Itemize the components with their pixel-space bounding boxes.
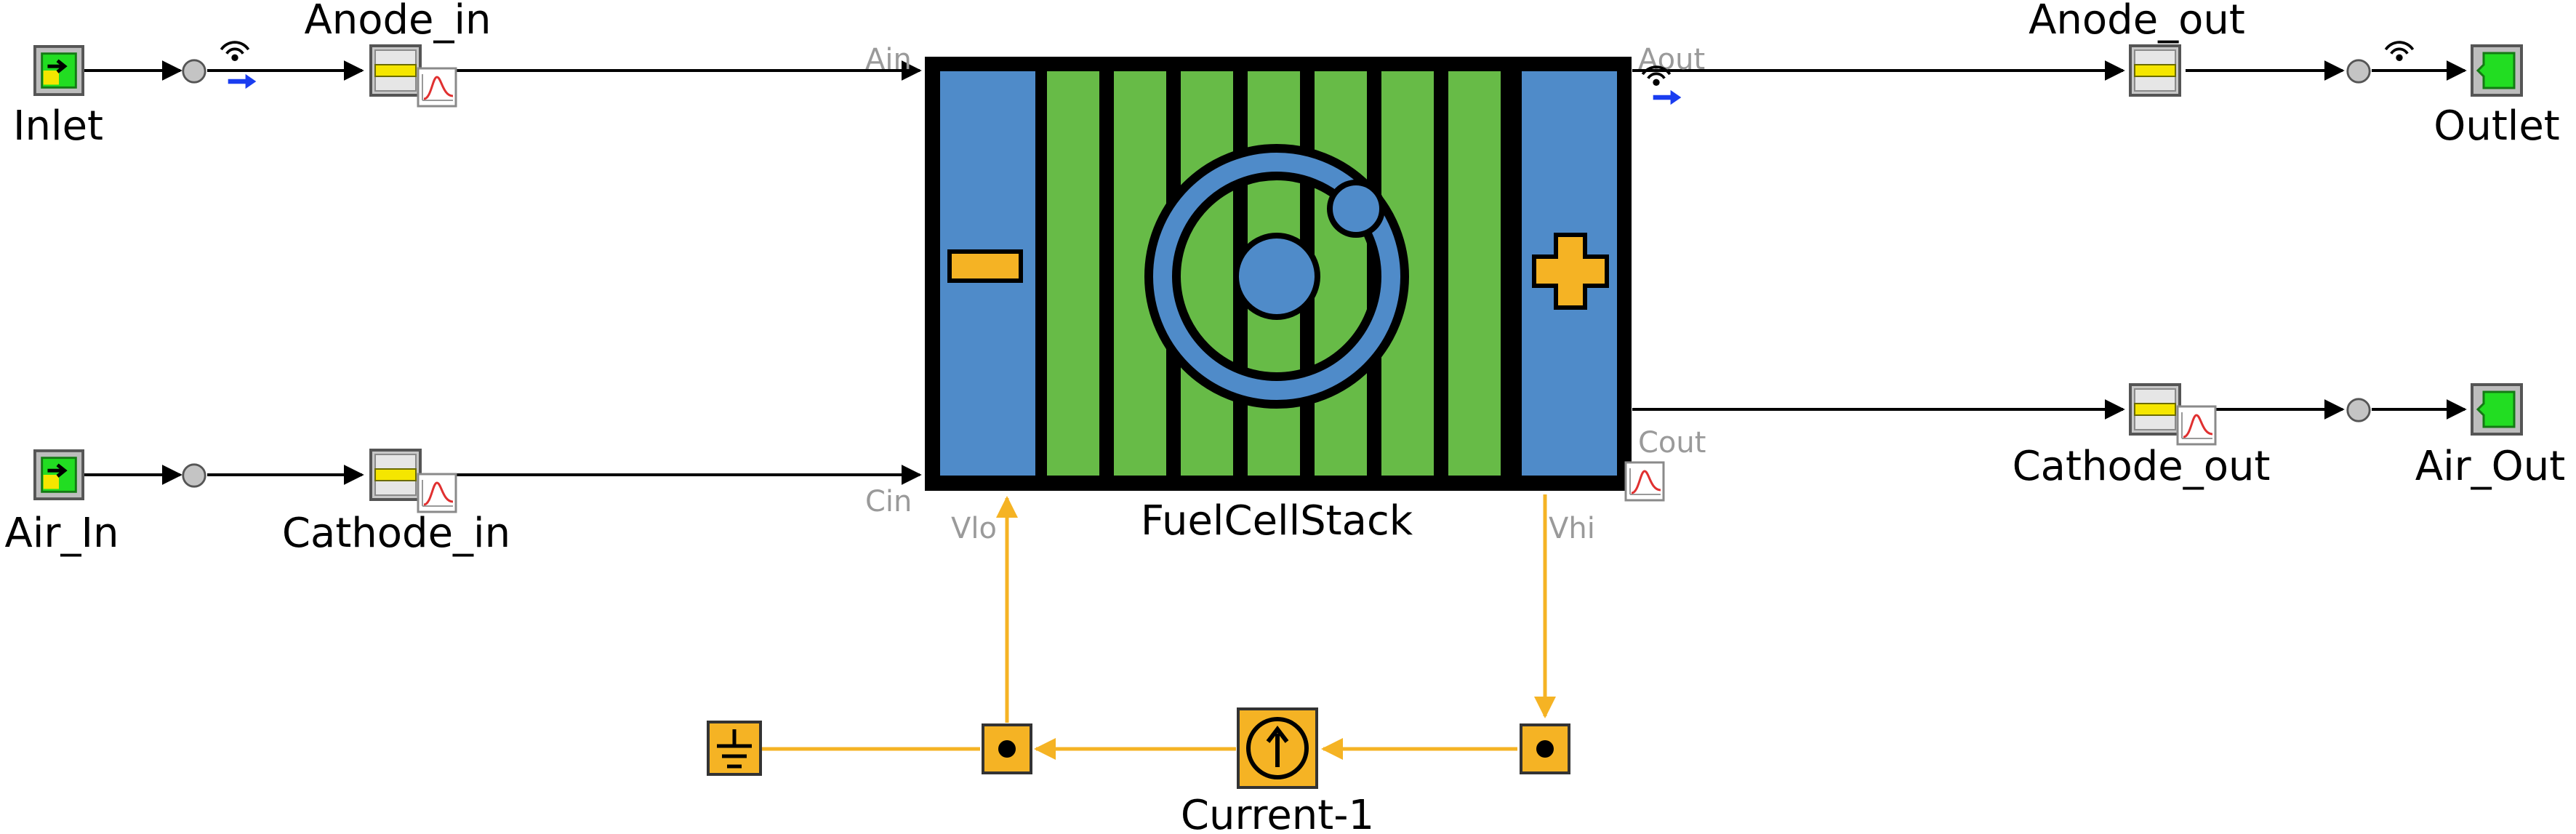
flow-sensor-icon: [369, 449, 422, 501]
boundary-inlet-icon: [35, 47, 83, 95]
plot-icon[interactable]: [1624, 461, 1665, 502]
stack-label: FuelCellStack: [1141, 497, 1413, 545]
port-vhi: Vhi: [1549, 512, 1595, 545]
cathode-in-label: Cathode_in: [282, 510, 510, 557]
anode-out-label: Anode_out: [2029, 0, 2245, 44]
current-label: Current-1: [1181, 792, 1374, 834]
current-source-icon: [1246, 717, 1309, 779]
inlet-block[interactable]: Inlet: [13, 47, 103, 150]
pressure-node-icon[interactable]: [2346, 398, 2371, 422]
cathode-out-label: Cathode_out: [2013, 443, 2271, 490]
wireless-flow-icon: [220, 41, 250, 63]
electrical-node-icon[interactable]: [982, 723, 1032, 774]
flow-direction-icon: [228, 74, 257, 89]
cathode-in-block[interactable]: Cathode_in: [282, 449, 510, 557]
fuel-cell-stack[interactable]: FuelCellStack: [925, 57, 1632, 545]
cathode-out-block[interactable]: Cathode_out: [2013, 383, 2271, 490]
plot-icon[interactable]: [417, 67, 457, 108]
port-vlo: Vlo: [951, 512, 997, 545]
pressure-node-icon[interactable]: [182, 463, 206, 488]
air-in-label: Air_In: [5, 510, 119, 557]
cell-plates: [1047, 71, 1501, 476]
orbit-icon: [1144, 144, 1409, 409]
boundary-outlet-icon: [2471, 383, 2523, 436]
boundary-inlet-icon: [35, 451, 83, 499]
wireless-flow-icon: [2384, 41, 2415, 63]
outlet-block[interactable]: Outlet: [2433, 44, 2560, 150]
plot-icon[interactable]: [417, 473, 457, 513]
port-aout: Aout: [1638, 43, 1705, 76]
port-cin: Cin: [865, 485, 912, 518]
current-source-block[interactable]: Current-1: [1181, 707, 1374, 834]
pressure-node-icon[interactable]: [182, 59, 206, 84]
anode-out-block[interactable]: Anode_out: [2029, 0, 2245, 97]
air-in-block[interactable]: Air_In: [5, 451, 119, 557]
port-cout: Cout: [1638, 426, 1706, 460]
flow-direction-icon: [1653, 90, 1682, 105]
minus-icon: [947, 249, 1023, 283]
electrical-node-icon[interactable]: [1520, 723, 1570, 774]
ground-block[interactable]: [707, 721, 762, 776]
anode-in-label: Anode_in: [304, 0, 491, 44]
air-out-label: Air_Out: [2415, 443, 2565, 490]
pressure-node-icon[interactable]: [2346, 59, 2371, 84]
inlet-label: Inlet: [13, 103, 103, 150]
anode-in-block[interactable]: Anode_in: [304, 0, 491, 108]
plot-icon[interactable]: [2176, 405, 2217, 446]
flow-sensor-icon: [369, 44, 422, 97]
boundary-outlet-icon: [2471, 44, 2523, 97]
electrical-wires: [745, 494, 1556, 760]
plus-icon: [1532, 233, 1609, 310]
air-out-block[interactable]: Air_Out: [2415, 383, 2565, 490]
flow-sensor-icon: [2129, 44, 2181, 97]
outlet-label: Outlet: [2433, 103, 2560, 150]
flow-sensor-icon: [2129, 383, 2181, 436]
port-ain: Ain: [865, 43, 912, 76]
